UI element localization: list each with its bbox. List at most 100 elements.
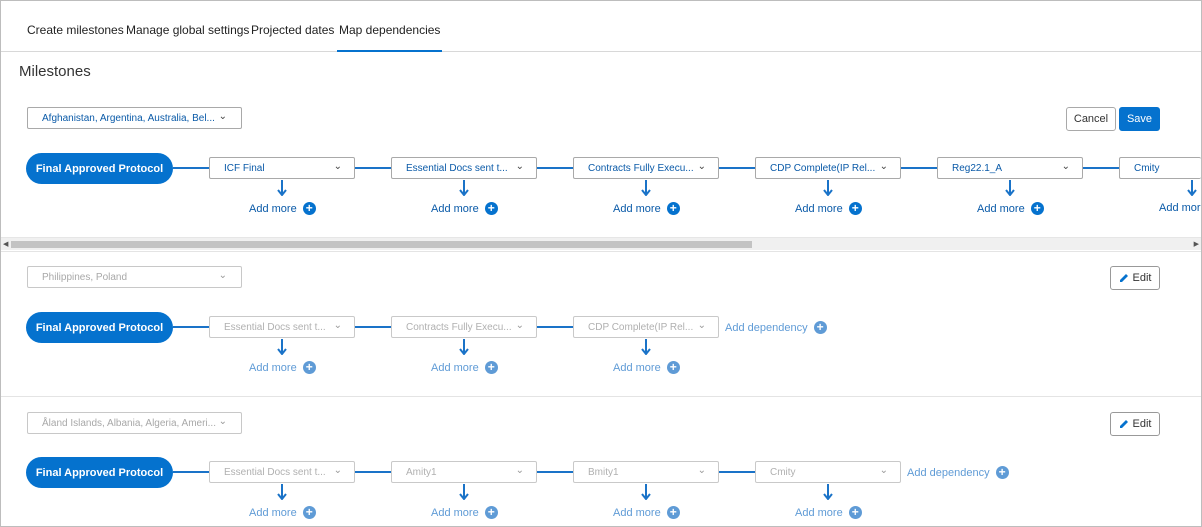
add-more-button[interactable]: Add more+ — [613, 361, 680, 374]
root-milestone: Final Approved Protocol — [26, 153, 173, 184]
tab-create-milestones[interactable]: Create milestones — [27, 23, 124, 37]
chevron-down-icon: ⌄ — [697, 161, 706, 172]
plus-icon: + — [666, 506, 680, 519]
plus-icon: + — [848, 506, 862, 519]
add-more-button[interactable]: Add more+ — [795, 202, 862, 215]
milestone-select-value: Contracts Fully Execu... — [588, 163, 694, 174]
edit-button[interactable]: Edit — [1110, 412, 1160, 436]
add-more-button[interactable]: Add more + — [249, 506, 316, 519]
add-more-button[interactable]: Add more + — [795, 506, 862, 519]
arrow-down-icon — [459, 339, 469, 355]
milestone-select[interactable]: CDP Complete(IP Rel...⌄ — [755, 157, 901, 179]
milestone-select[interactable]: Essential Docs sent t... ⌄ — [391, 157, 537, 179]
arrow-down-icon — [459, 180, 469, 196]
arrow-down-icon — [277, 180, 287, 196]
pencil-icon — [1119, 420, 1128, 428]
plus-icon: + — [666, 361, 680, 374]
country-select: Åland Islands, Albania, Algeria, Ameri..… — [27, 412, 242, 434]
add-dependency-button[interactable]: Add dependency+ — [907, 466, 1009, 479]
chevron-down-icon: ⌄ — [515, 320, 524, 331]
plus-icon: + — [484, 202, 498, 215]
milestone-select-value: CDP Complete(IP Rel... — [588, 322, 694, 333]
arrow-down-icon — [641, 339, 651, 355]
milestone-select-value: Cmity — [770, 467, 796, 478]
milestone-select-value: Essential Docs sent t... — [224, 322, 326, 333]
milestone-select[interactable]: ICF Final⌄ — [209, 157, 355, 179]
add-more-button[interactable]: Add more + — [431, 361, 498, 374]
page-title: Milestones — [19, 63, 91, 80]
plus-icon: + — [1030, 202, 1044, 215]
tab-projected-dates[interactable]: Projected dates — [251, 23, 335, 37]
add-more-label: Add more — [1159, 202, 1201, 214]
chevron-down-icon: ⌄ — [333, 320, 342, 331]
arrow-down-icon — [277, 339, 287, 355]
add-more-button[interactable]: Add more — [1159, 202, 1201, 214]
milestone-select: Cmity⌄ — [755, 461, 901, 483]
country-select: Philippines, Poland ⌄ — [27, 266, 242, 288]
edit-label: Edit — [1132, 418, 1152, 430]
arrow-down-icon — [1005, 180, 1015, 196]
milestone-select-value: Contracts Fully Execu... — [406, 322, 512, 333]
milestone-select: CDP Complete(IP Rel...⌄ — [573, 316, 719, 338]
plus-icon: + — [302, 361, 316, 374]
add-more-label: Add more — [431, 506, 479, 519]
cancel-button[interactable]: Cancel — [1066, 107, 1116, 131]
chevron-down-icon: ⌄ — [218, 111, 227, 122]
plus-icon: + — [813, 321, 827, 334]
milestone-select-value: CDP Complete(IP Rel... — [770, 163, 876, 174]
scroll-left-icon[interactable]: ◀ — [3, 241, 9, 248]
chevron-down-icon: ⌄ — [879, 161, 888, 172]
milestone-select-value: Reg22.1_A — [952, 163, 1003, 174]
chevron-down-icon: ⌄ — [333, 465, 342, 476]
milestone-select[interactable]: Contracts Fully Execu...⌄ — [573, 157, 719, 179]
dependency-section-2: Philippines, Poland ⌄ Edit Final Approve… — [1, 251, 1201, 396]
add-dependency-label: Add dependency — [907, 466, 990, 479]
dependency-line — [173, 471, 901, 473]
horizontal-scrollbar[interactable]: ◀ ▶ — [1, 237, 1201, 250]
arrow-down-icon — [641, 180, 651, 196]
add-more-label: Add more — [431, 361, 479, 374]
plus-icon: + — [848, 202, 862, 215]
add-more-label: Add more — [431, 202, 479, 215]
add-more-label: Add more — [249, 506, 297, 519]
chevron-down-icon: ⌄ — [515, 161, 524, 172]
country-select[interactable]: Afghanistan, Argentina, Australia, Bel..… — [27, 107, 242, 129]
add-more-label: Add more — [795, 506, 843, 519]
add-more-button[interactable]: Add more + — [431, 506, 498, 519]
tab-manage-global-settings[interactable]: Manage global settings — [126, 23, 250, 37]
add-more-button[interactable]: Add more+ — [613, 202, 680, 215]
chevron-down-icon: ⌄ — [515, 465, 524, 476]
arrow-down-icon — [641, 484, 651, 500]
plus-icon: + — [484, 361, 498, 374]
add-more-label: Add more — [977, 202, 1025, 215]
milestone-select-value: Cmity — [1134, 163, 1160, 174]
add-more-label: Add more — [613, 202, 661, 215]
scrollbar-thumb[interactable] — [11, 241, 752, 248]
root-milestone: Final Approved Protocol — [26, 457, 173, 488]
milestone-select[interactable]: Reg22.1_A ⌄ — [937, 157, 1083, 179]
milestone-select-value: Bmity1 — [588, 467, 619, 478]
add-more-button[interactable]: Add more + — [977, 202, 1044, 215]
milestone-select: Essential Docs sent t... ⌄ — [209, 316, 355, 338]
milestone-select-value: Essential Docs sent t... — [406, 163, 508, 174]
chevron-down-icon: ⌄ — [218, 270, 227, 281]
plus-icon: + — [302, 506, 316, 519]
add-more-label: Add more — [249, 202, 297, 215]
plus-icon: + — [484, 506, 498, 519]
add-more-button[interactable]: Add more+ — [613, 506, 680, 519]
chevron-down-icon: ⌄ — [1061, 161, 1070, 172]
add-more-label: Add more — [249, 361, 297, 374]
add-dependency-label: Add dependency — [725, 321, 808, 334]
tab-bar: Create milestones Manage global settings… — [1, 1, 1201, 52]
tab-map-dependencies[interactable]: Map dependencies — [336, 23, 443, 52]
edit-button[interactable]: Edit — [1110, 266, 1160, 290]
add-more-button[interactable]: Add more + — [431, 202, 498, 215]
save-button[interactable]: Save — [1119, 107, 1160, 131]
country-select-value: Åland Islands, Albania, Algeria, Ameri..… — [42, 418, 216, 429]
scroll-right-icon[interactable]: ▶ — [1193, 241, 1199, 248]
add-more-button[interactable]: Add more+ — [249, 202, 316, 215]
root-milestone: Final Approved Protocol — [26, 312, 173, 343]
add-more-button[interactable]: Add more + — [249, 361, 316, 374]
add-dependency-button[interactable]: Add dependency + — [725, 321, 827, 334]
milestone-select[interactable]: Cmity — [1119, 157, 1201, 179]
